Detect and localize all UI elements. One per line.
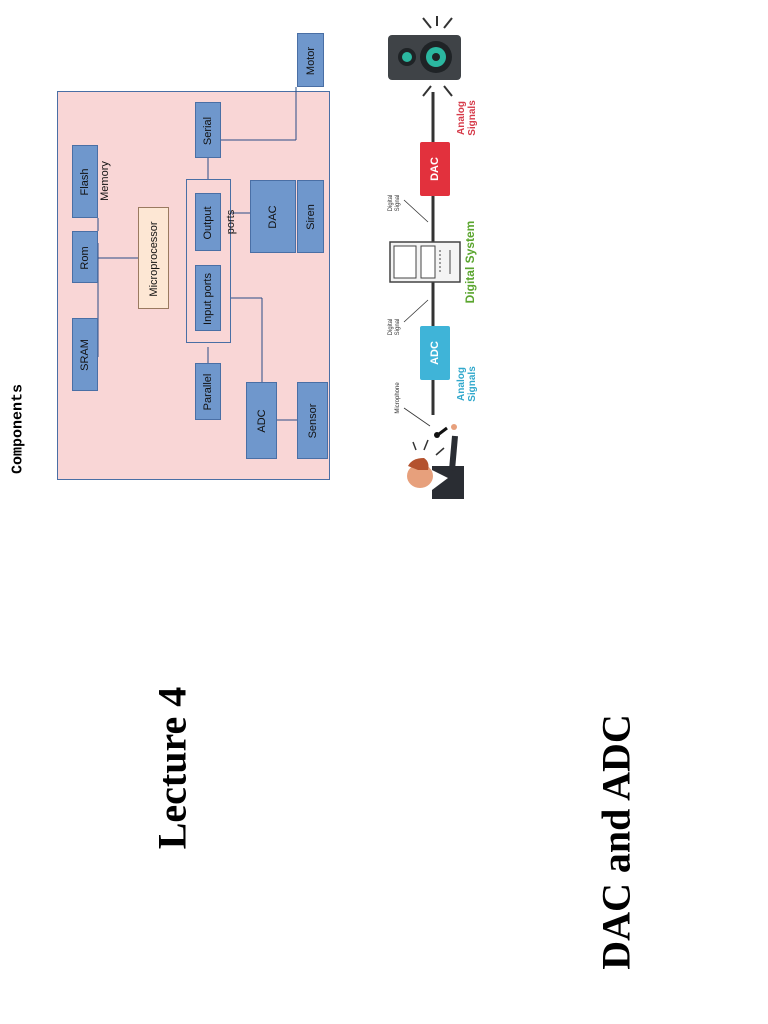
microprocessor-block: Microprocessor [138, 207, 169, 309]
serial-block: Serial [195, 102, 221, 158]
speaker-icon [388, 16, 461, 97]
siren-block: Siren [297, 180, 324, 253]
computer-icon [389, 241, 461, 283]
dac-block: DAC [250, 180, 296, 253]
input-ports-block: Input ports [195, 265, 221, 331]
sram-block: SRAM [72, 318, 98, 391]
digital-signal-out-label: Digital Signal [388, 194, 401, 212]
io-ports-group [186, 179, 231, 343]
motor-block: Motor [297, 33, 324, 87]
analog-signals-out-label: Analog Signals [456, 100, 478, 136]
digital-system-label: Digital System [463, 220, 477, 304]
adc-box [420, 326, 450, 380]
parallel-block: Parallel [195, 363, 221, 420]
person-icon [407, 424, 464, 499]
microphone-label: Microphone [395, 382, 401, 414]
output-ports-block: Output [195, 193, 221, 251]
flash-block: Flash [72, 145, 98, 218]
dac-box [420, 142, 450, 196]
system-board [57, 91, 330, 480]
adc-box-label: ADC [429, 341, 441, 365]
rom-block: Rom [72, 231, 98, 283]
sensor-block: Sensor [297, 382, 328, 459]
analog-signals-in-label: Analog Signals [456, 366, 478, 402]
digital-signal-in-label: Digital Signal [388, 318, 401, 336]
adc-block: ADC [246, 382, 277, 459]
dac-box-label: DAC [429, 157, 441, 181]
